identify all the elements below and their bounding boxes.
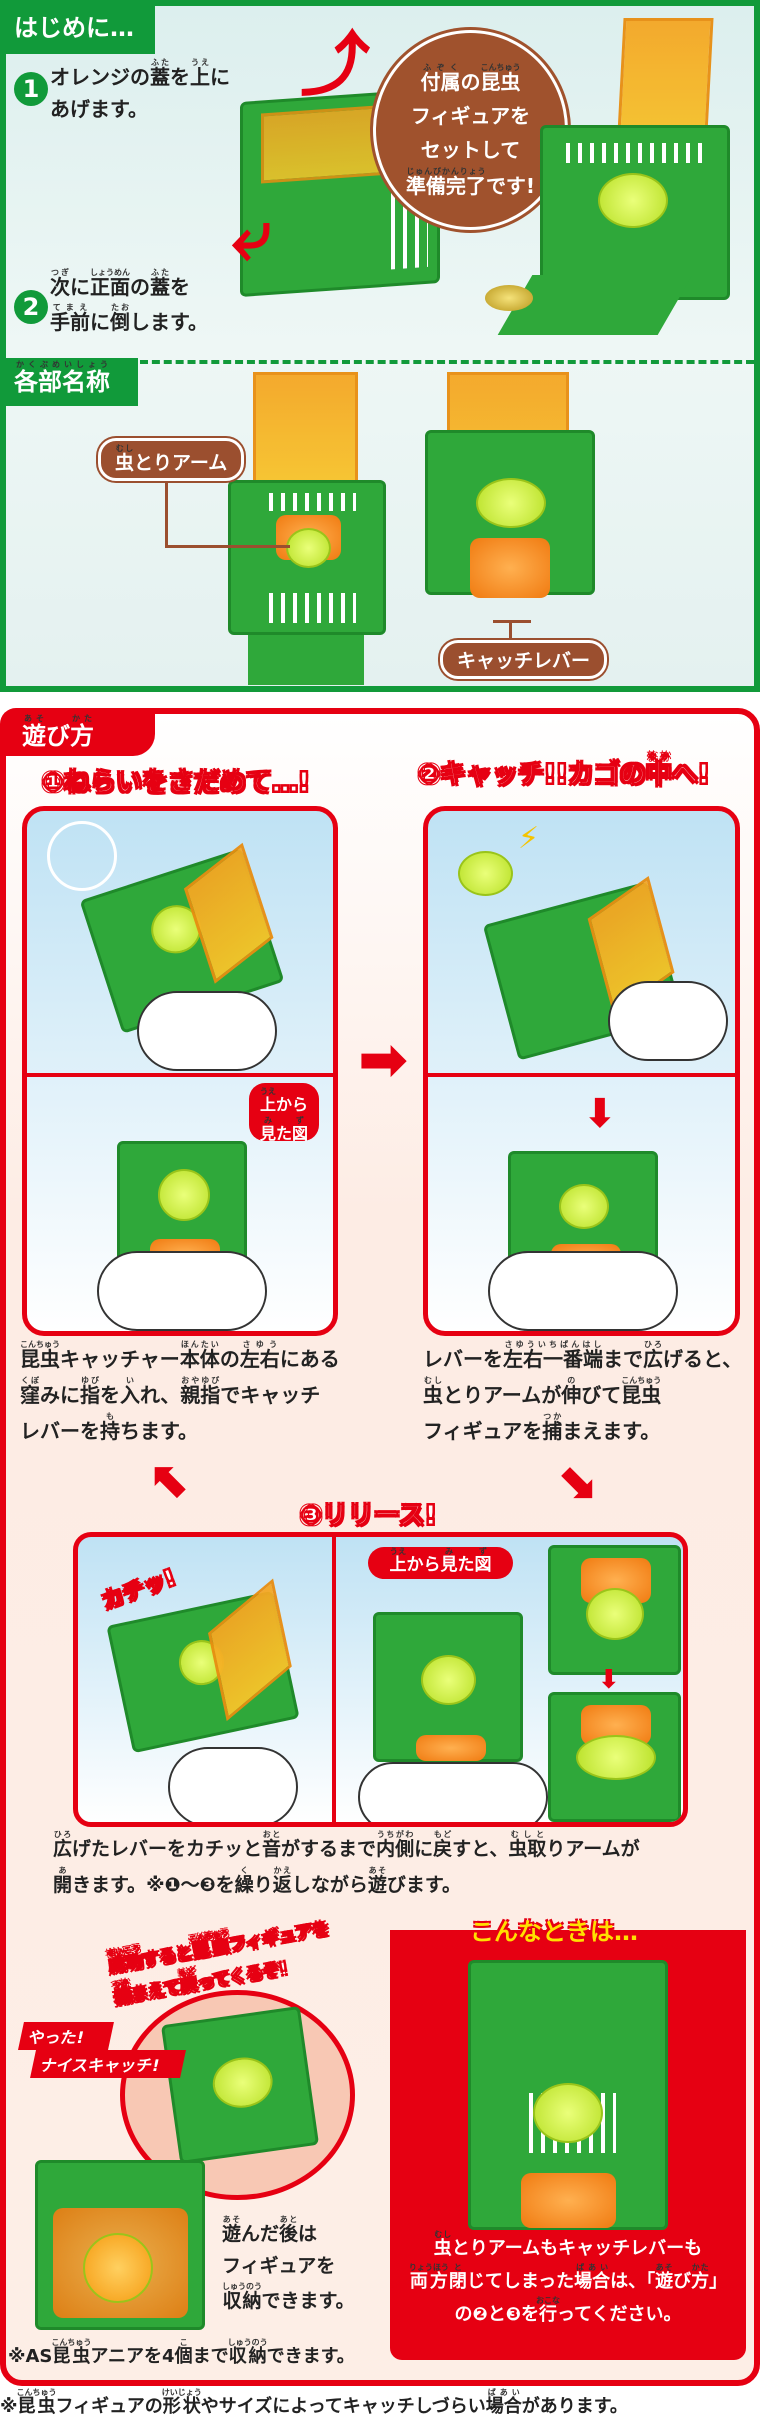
text-line: 収納しゅうのうできます。 — [222, 2282, 355, 2312]
figure-set-bubble: 付属ふぞくの昆虫こんちゅうフィギュアをセットして準備完了じゅんびかんりょうです! — [373, 30, 568, 230]
step-2-text: 次つぎに正面しょうめんの蓋ふたを手前てまえに倒たおします。 — [50, 268, 208, 338]
intro-step-1: 1 オレンジの蓋ふたを上うえにあげます。 — [14, 58, 230, 125]
nice-catch-line-2: ナイスキャッチ! — [30, 2050, 186, 2078]
down-arrow-icon: ⬇ — [583, 1091, 617, 1137]
trouble-title: こんなときは… — [470, 1918, 638, 1946]
arm-leader-line-h — [165, 545, 290, 548]
text-line: 虫むしとりアームが伸のびて昆虫こんちゅう — [423, 1376, 662, 1407]
down-arrow-icon: ⬇ — [598, 1665, 620, 1695]
storage-note: ※AS昆虫こんちゅうアニアを4個こまで収納しゅうのうできます。 — [8, 2338, 355, 2368]
text-line: 昆虫こんちゅうキャッチャー本体ほんたいの左右さゆうにある — [20, 1340, 340, 1371]
release-cage — [106, 1578, 300, 1754]
hands — [358, 1762, 548, 1822]
trouble-box: 虫むしとりアームもキャッチレバーも両方りょうほう閉とじてしまった場合ばあいは、「… — [390, 1930, 746, 2360]
step-3-description: 広ひろげたレバーをカチッと音おとがするまで内側うちがわに戻もどすと、虫取むしとり… — [53, 1830, 640, 1902]
footer-note: ※昆虫こんちゅうフィギュアの形状けいじょうやサイズによってキャッチしづらい場合ば… — [0, 2388, 628, 2418]
trouble-cage — [468, 1960, 668, 2230]
arrow-down-icon: ⤶ — [232, 194, 272, 276]
text-line: 各部名称かくぶめいしょう — [14, 360, 110, 396]
text-line: ②キャッチ!!カゴの中なかへ! — [418, 752, 711, 791]
parts-lid-left — [253, 372, 358, 492]
text-line: 準備完了じゅんびかんりょうです! — [405, 167, 536, 198]
text-line: 虫むしとりアームもキャッチレバーも — [433, 2230, 703, 2259]
trouble-text: 虫むしとりアームもキャッチレバーも両方りょうほう閉とじてしまった場合ばあいは、「… — [390, 2230, 746, 2329]
text-line: 上うえから見みた図ず — [389, 1547, 492, 1575]
text-line: の❷と❸を行おこなってください。 — [454, 2296, 682, 2325]
parts-front-lid — [248, 635, 364, 685]
step-2-panel: ⚡ ⬇ — [423, 806, 740, 1336]
lever-label: キャッチレバー — [440, 640, 608, 679]
extended-arm — [458, 851, 513, 896]
release-top-cage — [373, 1612, 523, 1762]
parts-cage-left — [228, 480, 386, 635]
intro-step-2: 2 次つぎに正面しょうめんの蓋ふたを手前てまえに倒たおします。 — [14, 268, 208, 338]
arrow-up-left-icon: ⬉ — [150, 1451, 192, 1509]
nice-catch-line-1: やった! — [18, 2022, 114, 2050]
text-line: ※AS昆虫こんちゅうアニアを4個こまで収納しゅうのうできます。 — [8, 2338, 355, 2367]
text-line: 開あきます。※❶〜❸を繰くり返かえしながら遊あそびます。 — [53, 1866, 461, 1896]
text-line: レバーを左右一番端さゆういちばんはしまで広ひろげると、 — [423, 1340, 743, 1371]
step-number-2: 2 — [14, 290, 48, 324]
hand — [168, 1747, 298, 1822]
beetle-figure — [485, 285, 533, 311]
text-line: 広ひろげたレバーをカチッと音おとがするまで内側うちがわに戻もどすと、虫取むしとり… — [53, 1830, 640, 1860]
top-view-badge: 上うえから見みた図ず — [249, 1083, 319, 1143]
arm-closed-view — [548, 1545, 681, 1675]
text-line: 付属ふぞくの昆虫こんちゅう — [420, 63, 521, 94]
text-line: セットして — [420, 138, 521, 162]
next-arrow-icon: ➡ — [358, 1025, 409, 1095]
text-line: あげます。 — [50, 97, 148, 121]
step-1-title: ①ねらいをさだめて…! — [42, 768, 311, 799]
text-line: ※昆虫こんちゅうフィギュアの形状けいじょうやサイズによってキャッチしづらい場合ば… — [0, 2388, 628, 2417]
text-line: 遊あそび方かた — [22, 714, 94, 750]
hands — [97, 1251, 267, 1331]
hand — [137, 991, 277, 1071]
catch-arm-ball — [598, 173, 668, 228]
stored-cage-illustration — [35, 2160, 205, 2330]
target-reticle-icon — [47, 821, 117, 891]
text-line: 両方りょうほう閉とじてしまった場合ばあいは、「遊あそび方かた」 — [408, 2263, 728, 2292]
text-line: フィギュアを捕つかまえます。 — [423, 1412, 661, 1443]
arm-leader-line — [165, 467, 168, 547]
howto-tab: 遊あそび方かた — [0, 708, 155, 756]
text-line: 遊あそんだ後あとは — [222, 2215, 318, 2245]
hands — [488, 1251, 678, 1331]
step-1-text: オレンジの蓋ふたを上うえにあげます。 — [50, 58, 230, 125]
arrow-up-icon: ⤴ — [300, 24, 370, 106]
section-divider — [140, 360, 754, 364]
top-view-pill: 上うえから見みた図ず — [368, 1547, 513, 1579]
text-line: フィギュアを — [222, 2255, 336, 2277]
step-2-title: ②キャッチ!!カゴの中なかへ! — [418, 752, 711, 791]
arrow-down-right-icon: ⬊ — [555, 1451, 597, 1509]
step-2-description: レバーを左右一番端さゆういちばんはしまで広ひろげると、虫むしとりアームが伸のびて… — [423, 1340, 742, 1448]
text-line: 手前てまえに倒たおします。 — [50, 303, 208, 334]
step-3-panel: カチッ! 上うえから見みた図ず ⬇ — [73, 1532, 688, 1827]
step-1-description: 昆虫こんちゅうキャッチャー本体ほんたいの左右さゆうにある窪くぼみに指ゆびを入いれ… — [20, 1340, 340, 1448]
storage-text: 遊あそんだ後あとはフィギュアを収納しゅうのうできます。 — [222, 2215, 355, 2317]
text-line: 上うえから — [259, 1087, 309, 1114]
lever-leader-stem — [509, 620, 512, 642]
step-3-title: ③リリース! — [300, 1501, 438, 1532]
click-label: カチッ! — [98, 1565, 179, 1616]
arm-open-view — [548, 1692, 681, 1822]
arm-label: 虫むしとりアーム — [98, 438, 245, 481]
step-1-panel: 上うえから見みた図ず — [22, 806, 338, 1336]
hand — [608, 981, 728, 1061]
impact-icon: ⚡ — [518, 821, 540, 856]
parts-cage-right — [425, 430, 595, 598]
text-line: オレンジの蓋ふたを上うえに — [50, 58, 230, 89]
text-line: 見みた図ず — [259, 1116, 309, 1143]
intro-tab: はじめに… — [0, 0, 155, 54]
text-line: 窪くぼみに指ゆびを入いれ、親指おやゆびでキャッチ — [20, 1376, 321, 1407]
text-line: レバーを持もちます。 — [20, 1412, 198, 1443]
text-line: 次つぎに正面しょうめんの蓋ふたを — [50, 268, 190, 299]
nice-catch-badge: やった! ナイスキャッチ! — [12, 2022, 192, 2078]
parts-tab: 各部名称かくぶめいしょう — [0, 358, 138, 406]
text-line: 虫むしとりアーム — [115, 444, 228, 474]
step-number-1: 1 — [14, 72, 48, 106]
lever-leader-line — [493, 620, 531, 623]
text-line: フィギュアを — [410, 104, 531, 128]
open-cage-illustration — [540, 125, 730, 300]
